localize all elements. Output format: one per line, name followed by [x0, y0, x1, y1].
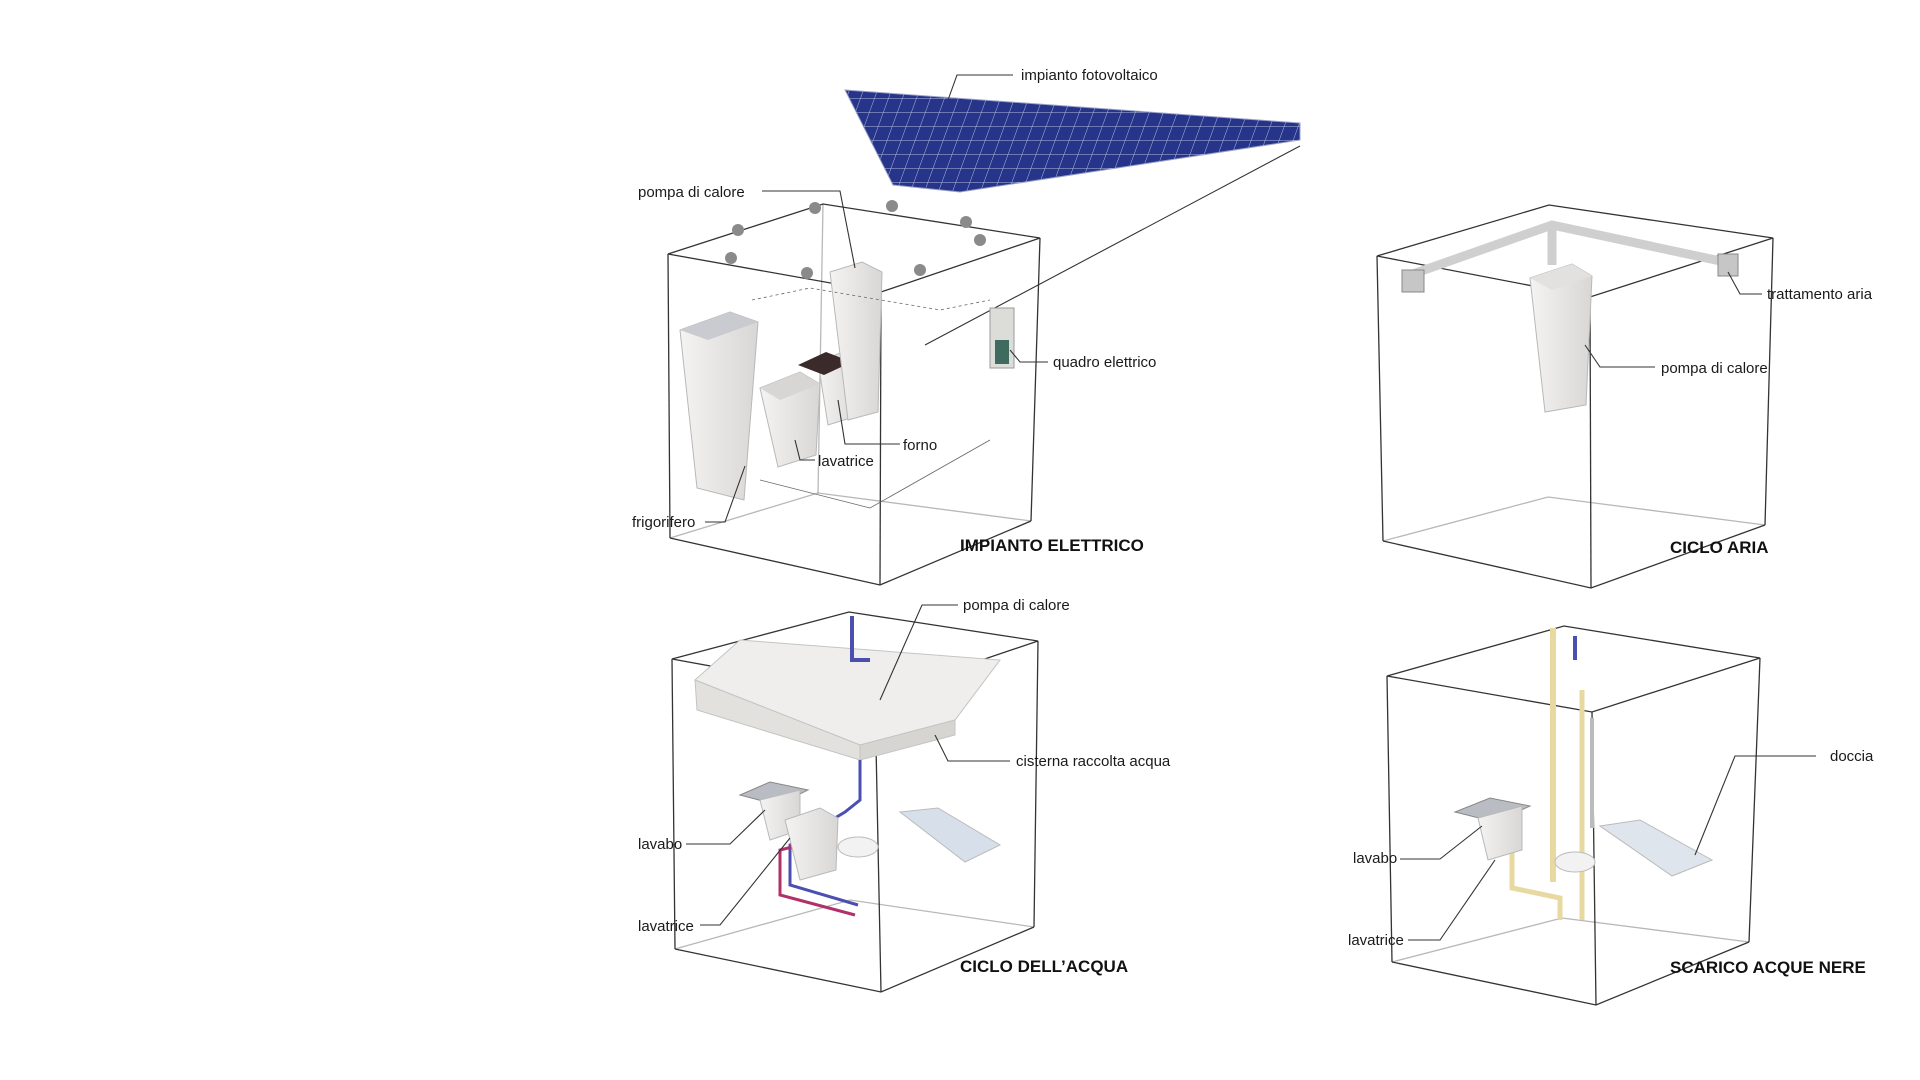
- label-washing-machine-sewage: lavatrice: [1348, 932, 1404, 949]
- solar-cable: [924, 145, 1301, 346]
- title-electric: IMPIANTO ELETTRICO: [960, 536, 1144, 555]
- label-shower: doccia: [1830, 748, 1874, 765]
- label-heat-pump-air: pompa di calore: [1661, 360, 1768, 377]
- panel-sewage: doccia lavabo lavatrice SCARICO ACQUE NE…: [1348, 625, 1874, 1006]
- label-fridge: frigorifero: [632, 514, 695, 531]
- leader-photovoltaic: [947, 74, 1013, 101]
- label-photovoltaic: impianto fotovoltaico: [1021, 67, 1158, 84]
- leader-air-treatment: [1727, 271, 1762, 295]
- leader-heat-pump-electric: [762, 190, 856, 269]
- leader-washing-machine-sewage: [1408, 859, 1496, 941]
- shower-head: [1590, 718, 1594, 828]
- label-electric-panel: quadro elettrico: [1053, 354, 1156, 371]
- label-cistern: cisterna raccolta acqua: [1016, 753, 1171, 770]
- sink-sewage: [1453, 797, 1532, 861]
- label-washing-machine-electric: lavatrice: [818, 453, 874, 470]
- panel-air: trattamento aria pompa di calore CICLO A…: [1376, 204, 1873, 589]
- cube-electric: [667, 203, 1041, 586]
- label-heat-pump-electric: pompa di calore: [638, 184, 745, 201]
- title-water: CICLO DELL’ACQUA: [960, 957, 1128, 976]
- cube-sewage: [1386, 625, 1761, 1006]
- washing-machine: [759, 371, 821, 468]
- ceiling-lamps: [725, 200, 986, 279]
- title-air: CICLO ARIA: [1670, 538, 1769, 557]
- leader-cistern: [934, 734, 1010, 762]
- leader-washing-machine-water: [700, 837, 791, 926]
- label-air-treatment: trattamento aria: [1767, 286, 1873, 303]
- heat-pump-unit: [829, 261, 883, 421]
- electric-panel-box: [989, 307, 1015, 369]
- air-ducts: [1401, 220, 1739, 293]
- leader-oven: [837, 399, 900, 445]
- panel-electric: impianto fotovoltaico pompa di calore qu…: [632, 67, 1301, 586]
- solar-panel-array: [844, 89, 1301, 193]
- cube-air: [1376, 204, 1774, 589]
- fridge: [679, 311, 759, 501]
- sewage-pipes: [1509, 628, 1585, 920]
- heat-pump-air: [1529, 263, 1593, 413]
- washing-machine-water: [784, 807, 839, 881]
- label-oven: forno: [903, 437, 937, 454]
- leader-electric-panel: [1009, 349, 1048, 363]
- label-sink-sewage: lavabo: [1353, 850, 1397, 867]
- leader-fridge: [705, 465, 746, 523]
- leader-heat-pump-air: [1584, 344, 1655, 368]
- shower-tray-water: [898, 807, 1002, 863]
- leader-washing-machine-electric: [794, 439, 815, 461]
- leader-sink-water: [686, 809, 766, 845]
- panel-water: pompa di calore cisterna raccolta acqua …: [638, 597, 1171, 993]
- shower-tray-sewage: [1598, 819, 1714, 877]
- title-sewage: SCARICO ACQUE NERE: [1670, 958, 1866, 977]
- leader-sink-sewage: [1400, 825, 1483, 860]
- label-washing-machine-water: lavatrice: [638, 918, 694, 935]
- label-sink-water: lavabo: [638, 836, 682, 853]
- toilet-sewage: [1554, 851, 1596, 873]
- cistern-tanks: [694, 639, 1001, 761]
- leader-shower: [1694, 755, 1816, 856]
- leader-heat-pump-water: [879, 604, 958, 701]
- toilet-water: [837, 836, 879, 858]
- label-heat-pump-water: pompa di calore: [963, 597, 1070, 614]
